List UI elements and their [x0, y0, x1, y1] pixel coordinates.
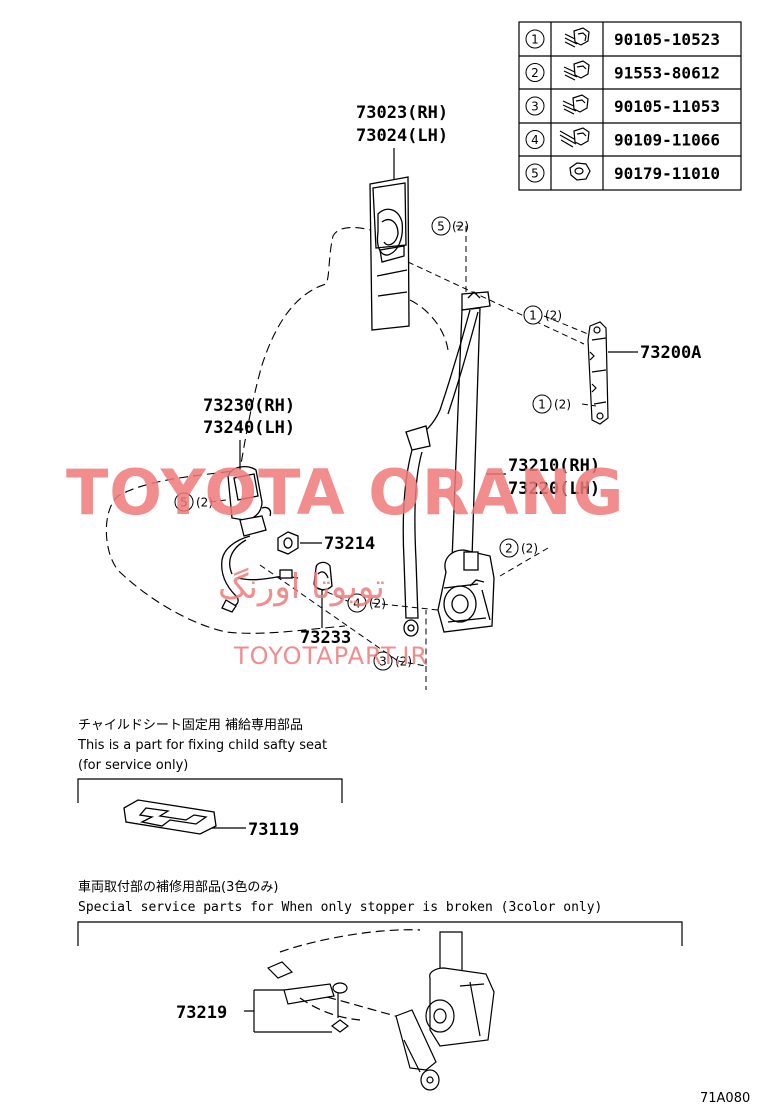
bolt-icon	[564, 27, 590, 48]
fastener-row-2: 2 91553-80612	[525, 60, 720, 83]
svg-text:2: 2	[505, 542, 513, 556]
bolt-icon	[562, 94, 589, 115]
callout-3: 3 (2)	[373, 651, 412, 671]
part-number-73024: 73024(LH)	[356, 126, 448, 146]
fastener-number: 4	[531, 133, 539, 147]
svg-text:1: 1	[538, 398, 546, 412]
child-seat-anchor-plate	[123, 799, 217, 835]
stopper-assembly	[266, 929, 495, 1091]
child-seat-note-service: (for service only)	[78, 758, 188, 773]
part-number-73220: 73220(LH)	[508, 479, 600, 499]
svg-text:1: 1	[529, 309, 537, 323]
svg-text:(2): (2)	[554, 398, 571, 412]
svg-text:4: 4	[353, 597, 361, 611]
fastener-row-4: 4 90109-11066	[525, 127, 720, 150]
fastener-part-number: 90105-10523	[614, 30, 720, 49]
svg-text:(2): (2)	[452, 220, 469, 234]
callout-5-top: 5 (2)	[431, 216, 469, 236]
callout-2-right: 2 (2)	[499, 538, 538, 558]
fastener-row-5: 5 90179-11010	[525, 162, 720, 183]
fastener-row-3: 3 90105-11053	[525, 94, 720, 116]
part-number-73233: 73233	[300, 628, 351, 648]
svg-text:(2): (2)	[545, 309, 562, 323]
special-service-bracket	[77, 921, 683, 946]
fastener-part-number: 90179-11010	[614, 164, 720, 183]
stopper-leader	[244, 989, 332, 1033]
buckle	[221, 465, 299, 613]
part-leaders	[210, 148, 638, 829]
child-seat-note-jp: チャイルドシート固定用 補給専用部品	[78, 718, 303, 733]
special-service-note-jp: 車両取付部の補修用部品(3色のみ)	[78, 879, 278, 895]
fastener-number: 1	[531, 33, 539, 47]
svg-text:5: 5	[180, 496, 188, 510]
seat-outline	[105, 227, 449, 634]
pillar-trim	[369, 176, 410, 331]
buckle-cover	[313, 561, 333, 591]
fastener-part-number: 90109-11066	[614, 131, 720, 150]
height-adjuster	[587, 321, 609, 425]
callout-5-left: 5 (2)	[174, 492, 213, 512]
bolt-icon	[559, 127, 590, 148]
part-number-73119: 73119	[248, 820, 299, 840]
watermark-main: TOYOTA ORANG	[66, 456, 624, 529]
svg-text:3: 3	[379, 655, 387, 669]
part-number-73240: 73240(LH)	[203, 418, 295, 438]
watermark-site: TOYOTAPART.IR	[233, 642, 428, 670]
fastener-number: 3	[531, 100, 539, 114]
callout-1-bottom: 1 (2)	[532, 394, 571, 414]
watermark: TOYOTA ORANG تویوتا اورنگ TOYOTAPART.IR	[66, 456, 624, 670]
svg-text:(2): (2)	[369, 597, 386, 611]
fastener-number: 2	[531, 66, 539, 80]
part-number-73230: 73230(RH)	[203, 396, 295, 416]
child-seat-bracket	[77, 778, 343, 803]
watermark-arabic: تویوتا اورنگ	[218, 567, 385, 607]
fastener-number: 5	[531, 167, 539, 181]
fastener-part-number: 90105-11053	[614, 97, 720, 116]
svg-text:(2): (2)	[196, 496, 213, 510]
callout-4: 4 (2)	[347, 593, 386, 613]
special-service-note-en: Special service parts for When only stop…	[78, 900, 602, 915]
callout-1-top: 1 (2)	[523, 305, 562, 325]
svg-text:5: 5	[437, 220, 445, 234]
fastener-part-number: 91553-80612	[614, 64, 720, 83]
part-number-73200a: 73200A	[640, 343, 701, 363]
fastener-row-1: 1 90105-10523	[525, 27, 720, 49]
part-number-73210: 73210(RH)	[508, 456, 600, 476]
part-number-73023: 73023(RH)	[356, 103, 448, 123]
leader-lines	[209, 225, 597, 690]
fastener-table	[518, 21, 742, 191]
buckle-grommet	[277, 531, 299, 555]
shoulder-belt	[402, 291, 495, 637]
part-number-73214: 73214	[324, 534, 375, 554]
part-number-73219: 73219	[176, 1003, 227, 1023]
svg-text:(2): (2)	[521, 542, 538, 556]
nut-icon	[569, 162, 591, 181]
bolt-icon	[563, 60, 590, 81]
figure-code: 71A080	[700, 1091, 750, 1106]
svg-text:(2): (2)	[395, 655, 412, 669]
child-seat-note-en: This is a part for fixing child safty se…	[77, 738, 327, 753]
